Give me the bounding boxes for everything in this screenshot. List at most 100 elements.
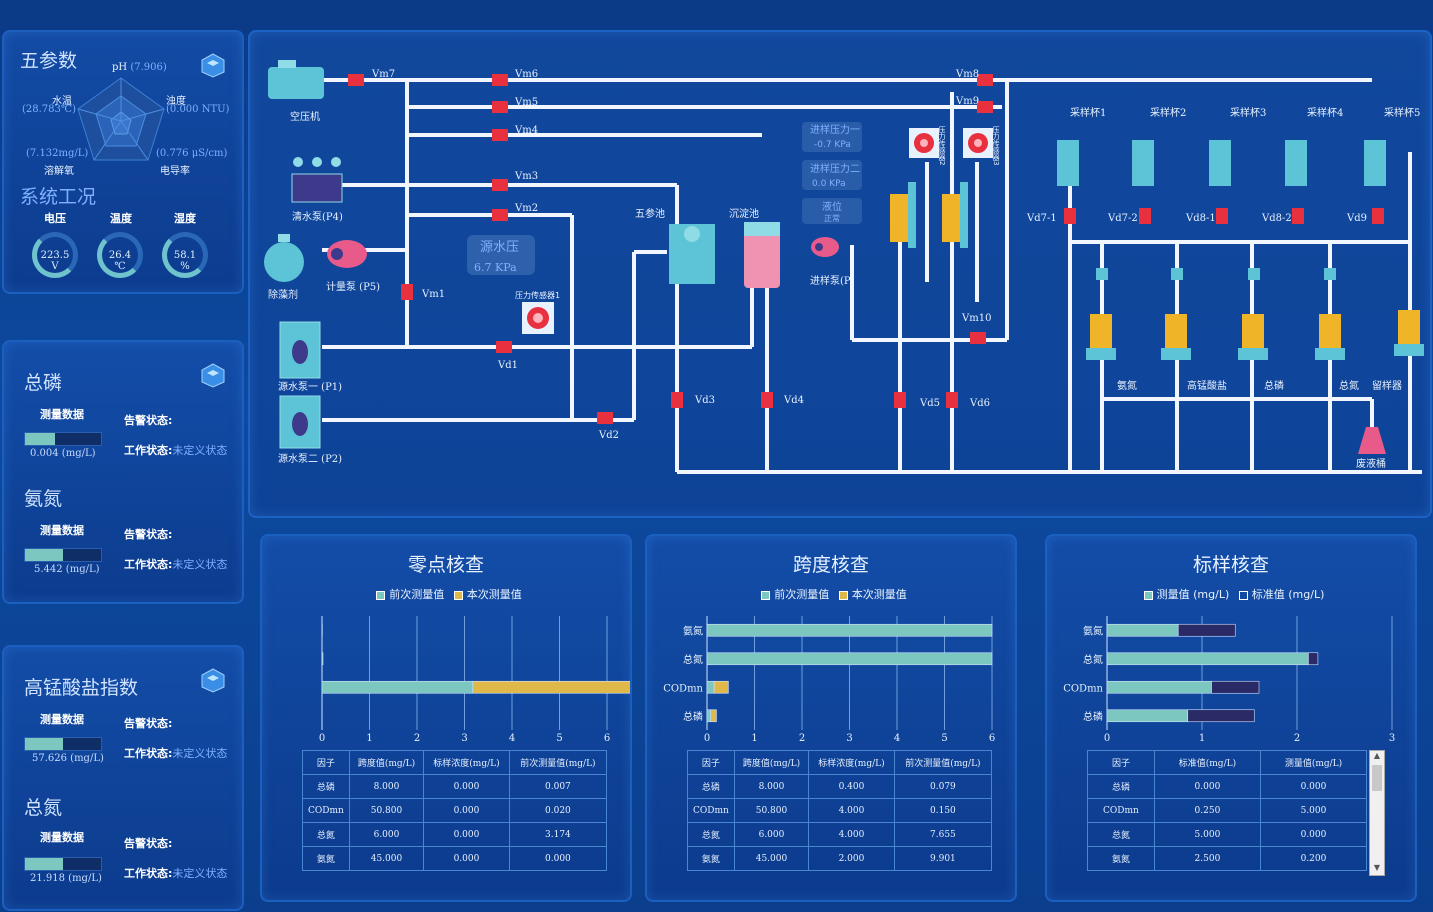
measure-bar-fill — [25, 433, 56, 445]
inlet-pressure1-value: -0.7 KPa — [814, 140, 851, 150]
valve-vd8-2-icon[interactable]: Vd8-2 — [1261, 208, 1304, 224]
valve-label: Vm9 — [955, 96, 979, 107]
valve-vd9-icon[interactable]: Vd9 — [1346, 208, 1384, 224]
valve-label: Vm1 — [421, 289, 445, 300]
tick-label: 4 — [509, 733, 515, 744]
valve-vm1-icon[interactable]: Vm1 — [401, 284, 445, 300]
valve-vd1-icon[interactable]: Vd1 — [496, 341, 518, 371]
valve-vd6-icon[interactable]: Vd6 — [946, 392, 990, 409]
tick-label: 1 — [366, 733, 372, 744]
valve-vm2-icon[interactable]: Vm2 — [492, 203, 538, 221]
table-cell: 0.250 — [1153, 798, 1261, 823]
analyzer-label: 高锰酸盐 — [1187, 379, 1227, 392]
table-cell: 6.000 — [733, 822, 810, 847]
work-label: 工作状态: — [124, 747, 173, 760]
settling-tank-icon — [744, 222, 780, 288]
process-diagram-panel: 空压机 清水泵(P4) 除藻剂 计量泵 (P5) 源水泵一 (P1) 源水泵二 … — [248, 30, 1432, 518]
bar-cur — [1308, 652, 1319, 666]
table-scrollbar[interactable]: ▲ ▼ — [1369, 750, 1385, 876]
scroll-thumb[interactable] — [1372, 765, 1382, 791]
valve-vd3-icon[interactable]: Vd3 — [671, 392, 715, 408]
analyzer-units — [1090, 310, 1420, 350]
work-value: 未定义状态 — [172, 444, 228, 457]
air-compressor-label: 空压机 — [290, 110, 320, 123]
legend-swatch-prev — [376, 590, 386, 600]
table-cell: 跨度值(mg/L) — [733, 750, 810, 775]
table-header: 因子跨度值(mg/L)标样浓度(mg/L)前次测量值(mg/L) — [687, 750, 993, 775]
table-cell: 6.000 — [348, 822, 425, 847]
table-cell: 4.000 — [808, 798, 895, 823]
scroll-down-icon[interactable]: ▼ — [1373, 863, 1381, 872]
table-cell: 因子 — [1087, 750, 1155, 775]
valve-vd8-1-icon[interactable]: Vd8-1 — [1185, 208, 1228, 224]
measure-value: 5.442 (mg/L) — [34, 564, 100, 575]
temperature-unit: ℃ — [114, 261, 126, 272]
valve-vm10-icon[interactable]: Vm10 — [961, 313, 991, 344]
table-cell: 7.655 — [893, 822, 993, 847]
valve-vm6-icon[interactable]: Vm6 — [492, 69, 538, 86]
category-label: 总氮 — [1083, 653, 1103, 666]
table-cell: 标准值(mg/L) — [1153, 750, 1261, 775]
humidity-label: 湿度 — [174, 212, 196, 225]
valve-label: Vm8 — [955, 69, 979, 80]
valve-vm9-icon[interactable]: Vm9 — [955, 96, 993, 113]
voltage-value: 223.5 — [40, 250, 70, 261]
table-cell: 5.000 — [1153, 822, 1261, 847]
table-cell: 总磷 — [1087, 774, 1155, 799]
valve-label: Vm7 — [371, 69, 395, 80]
legend-measured: 测量值 (mg/L) — [1156, 588, 1230, 601]
table-cell: 0.000 — [1259, 822, 1368, 847]
table-cell: 0.000 — [423, 774, 510, 799]
valve-vd7-2-icon[interactable]: Vd7-2 — [1107, 208, 1151, 224]
table-cell: 0.000 — [423, 798, 510, 823]
cond-value: (0.776 μS/cm) — [156, 148, 228, 159]
pressure-sensor3-label: 压力传感器3 — [992, 126, 1000, 165]
table-cell: 2.000 — [808, 846, 895, 871]
five-params-panel: 五参数 pH (7.906) 水温 (28.783℃) 浊度 (0.000 NT… — [2, 30, 244, 294]
source-pump1-label: 源水泵一 (P1) — [278, 380, 342, 393]
waste-bucket-icon — [1358, 427, 1386, 454]
valve-vd5-icon[interactable]: Vd5 — [894, 392, 940, 409]
table-cell: 前次测量值(mg/L) — [893, 750, 993, 775]
source-pressure-value: 6.7 KPa — [474, 261, 517, 274]
table-cell: 0.000 — [1259, 774, 1368, 799]
table-cell: 因子 — [687, 750, 735, 775]
span-check-legend: 前次测量值 本次测量值 — [647, 586, 1015, 602]
valve-vd2-icon[interactable]: Vd2 — [597, 412, 619, 441]
temperature-gauge — [97, 232, 143, 278]
pressure-sensor1-icon — [522, 302, 554, 334]
valves[interactable]: Vm7 Vm6 Vm5 Vm4 Vm3 Vm2 Vm1 Vd1 Vd2 Vd3 … — [348, 69, 1384, 441]
measure-bar — [24, 857, 102, 871]
table-cell: 总氮 — [302, 822, 350, 847]
tick-label: 5 — [556, 733, 562, 744]
system-title: 系统工况 — [20, 186, 97, 208]
valve-vm8-icon[interactable]: Vm8 — [955, 69, 993, 86]
standard-check-title: 标样核查 — [1192, 554, 1269, 576]
settling-tank-label: 沉淀池 — [729, 207, 759, 220]
air-compressor-icon — [268, 60, 324, 99]
category-label: 氨氮 — [1083, 624, 1103, 637]
table-cell: 3.174 — [508, 822, 608, 847]
valve-vm5-icon[interactable]: Vm5 — [492, 97, 538, 113]
metering-pump-icon — [327, 240, 367, 268]
measure-bar — [24, 548, 102, 562]
analyzer-title: 总氮 — [24, 797, 63, 819]
codmn-nitrogen-panel: 高锰酸盐指数 测量数据 告警状态: 工作状态:未定义状态 57.626 (mg/… — [2, 645, 244, 911]
valve-vm3-icon[interactable]: Vm3 — [492, 171, 538, 191]
valve-vd4-icon[interactable]: Vd4 — [761, 392, 804, 408]
bar-prev — [321, 680, 474, 694]
table-cell: 标样浓度(mg/L) — [423, 750, 510, 775]
valve-vm7-icon[interactable]: Vm7 — [348, 69, 395, 86]
table-cell: 氨氮 — [687, 846, 735, 871]
tick-label: 2 — [1294, 733, 1300, 744]
legend-swatch-cur — [453, 590, 463, 600]
valve-vm4-icon[interactable]: Vm4 — [492, 125, 538, 141]
valve-vd7-1-icon[interactable]: Vd7-1 — [1026, 208, 1076, 224]
sampling-cups — [1057, 140, 1386, 186]
scroll-up-icon[interactable]: ▲ — [1373, 751, 1381, 760]
